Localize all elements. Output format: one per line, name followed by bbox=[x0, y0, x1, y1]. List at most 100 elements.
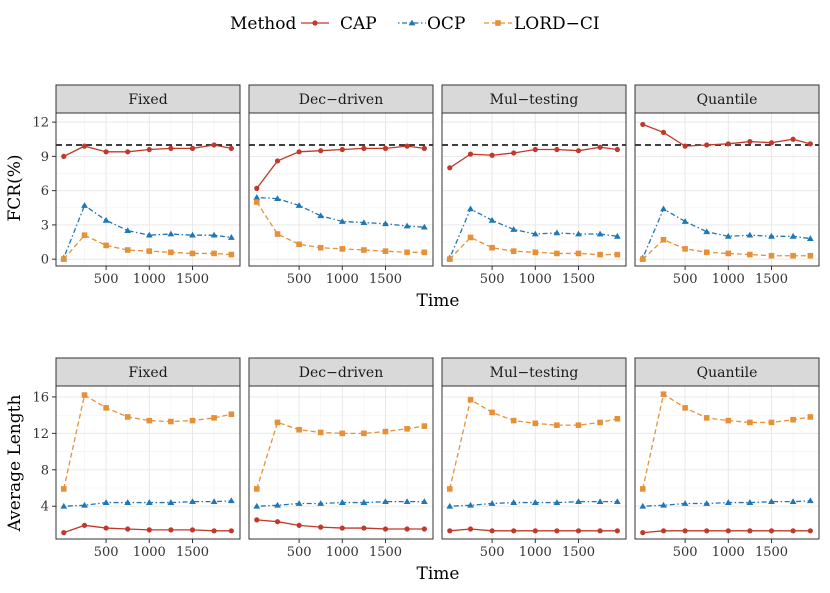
data-point bbox=[467, 151, 474, 157]
data-point bbox=[789, 498, 797, 505]
data-point bbox=[532, 528, 538, 534]
plot-background bbox=[56, 386, 240, 539]
data-point bbox=[125, 149, 131, 155]
data-point bbox=[768, 140, 775, 146]
facet-label: Mul−testing bbox=[490, 365, 579, 381]
data-point bbox=[790, 136, 796, 142]
facet-strip bbox=[248, 84, 434, 114]
data-point bbox=[296, 522, 302, 528]
legend-label: LORD−CI bbox=[514, 14, 600, 34]
data-point bbox=[553, 229, 561, 236]
x-tick-label: 500 bbox=[287, 272, 312, 287]
data-point bbox=[274, 419, 281, 426]
data-point bbox=[317, 429, 324, 436]
x-tick-label: 1000 bbox=[326, 272, 359, 287]
x-tick-label: 1500 bbox=[562, 545, 595, 560]
data-point bbox=[81, 202, 88, 208]
panel-border bbox=[55, 385, 241, 540]
x-tick-label: 1500 bbox=[176, 272, 209, 287]
legend-item-lord-ci: LORD−CI bbox=[484, 14, 600, 34]
data-point bbox=[102, 499, 110, 505]
data-point bbox=[318, 524, 324, 530]
series-line bbox=[642, 207, 811, 259]
legend-key-marker bbox=[495, 20, 501, 26]
data-point bbox=[467, 205, 474, 212]
y-tick-label: 4 bbox=[41, 500, 49, 515]
data-point bbox=[639, 502, 647, 509]
data-point bbox=[768, 498, 775, 505]
series-line bbox=[63, 394, 232, 490]
panel-border bbox=[248, 385, 434, 540]
data-point bbox=[807, 414, 814, 420]
data-point bbox=[806, 497, 814, 504]
data-point bbox=[725, 528, 731, 534]
data-point bbox=[124, 499, 132, 505]
data-point bbox=[61, 530, 67, 536]
data-point bbox=[189, 250, 196, 257]
data-point bbox=[660, 236, 667, 243]
data-point bbox=[614, 146, 620, 153]
data-point bbox=[361, 525, 367, 531]
data-point bbox=[597, 419, 603, 426]
data-point bbox=[660, 129, 667, 136]
data-point bbox=[146, 527, 152, 533]
data-point bbox=[102, 216, 110, 223]
data-point bbox=[60, 486, 67, 492]
data-point bbox=[361, 247, 367, 253]
facet-strip bbox=[441, 84, 627, 114]
data-point bbox=[807, 252, 814, 259]
data-point bbox=[404, 249, 410, 256]
facet-strip bbox=[634, 357, 820, 387]
data-point bbox=[467, 501, 474, 508]
data-point bbox=[145, 499, 153, 505]
data-point bbox=[747, 419, 753, 426]
data-point bbox=[613, 232, 621, 239]
data-point bbox=[532, 146, 538, 153]
data-point bbox=[81, 232, 88, 238]
series-ocp bbox=[253, 194, 428, 230]
series-line bbox=[256, 421, 425, 490]
data-point bbox=[446, 502, 454, 509]
y-tick-label: 12 bbox=[32, 116, 49, 131]
data-point bbox=[361, 145, 367, 151]
data-point bbox=[339, 430, 346, 437]
panel-border bbox=[441, 112, 627, 267]
data-point bbox=[421, 249, 428, 256]
data-point bbox=[554, 422, 560, 428]
data-point bbox=[613, 498, 621, 505]
data-point bbox=[531, 230, 539, 237]
series-ocp bbox=[253, 498, 428, 509]
legend-key-marker bbox=[312, 20, 318, 26]
data-point bbox=[682, 143, 688, 149]
data-point bbox=[768, 232, 775, 239]
data-point bbox=[382, 428, 389, 435]
data-point bbox=[681, 500, 689, 506]
data-point bbox=[228, 251, 235, 258]
data-point bbox=[295, 202, 303, 208]
data-point bbox=[189, 145, 196, 151]
data-point bbox=[597, 528, 603, 534]
data-point bbox=[103, 405, 109, 411]
data-point bbox=[614, 251, 621, 258]
data-point bbox=[447, 165, 453, 171]
x-tick-label: 1500 bbox=[755, 272, 788, 287]
panel-border bbox=[441, 385, 627, 540]
data-point bbox=[703, 249, 710, 256]
facet-label: Fixed bbox=[128, 365, 167, 381]
data-point bbox=[61, 153, 67, 159]
data-point bbox=[228, 145, 234, 151]
data-point bbox=[189, 527, 196, 533]
data-point bbox=[382, 498, 389, 505]
x-tick-label: 1000 bbox=[519, 545, 552, 560]
data-point bbox=[614, 415, 621, 422]
data-point bbox=[660, 528, 667, 534]
x-tick-label: 1500 bbox=[562, 272, 595, 287]
y-tick-label: 16 bbox=[32, 390, 49, 405]
data-point bbox=[467, 396, 474, 403]
data-point bbox=[227, 497, 235, 504]
data-point bbox=[446, 486, 453, 492]
